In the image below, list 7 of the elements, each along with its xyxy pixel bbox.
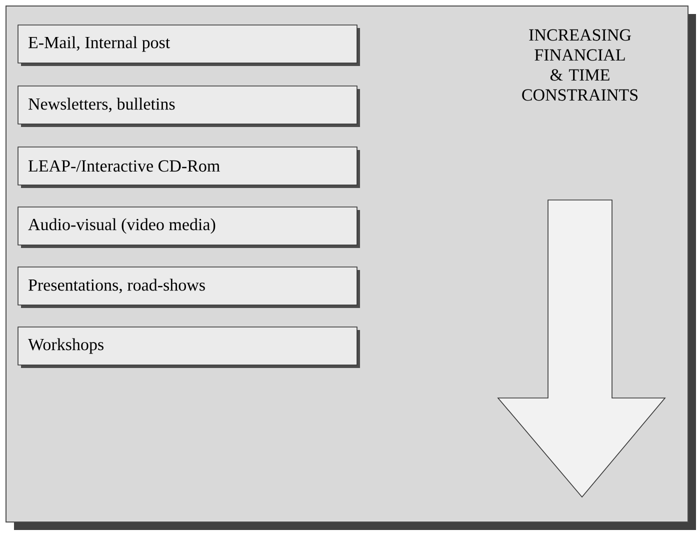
- list-box: Audio-visual (video media): [18, 206, 360, 248]
- heading-text: INCREASING FINANCIAL & TIME CONSTRAINTS: [522, 29, 638, 101]
- list-box: E-Mail, Internal post: [18, 24, 360, 66]
- list-box: LEAP-/Interactive CD-Rom: [18, 146, 360, 188]
- list-box: Workshops: [18, 326, 360, 368]
- list-box: Presentations, road-shows: [18, 266, 360, 308]
- list-box: Newsletters, bulletins: [18, 86, 360, 127]
